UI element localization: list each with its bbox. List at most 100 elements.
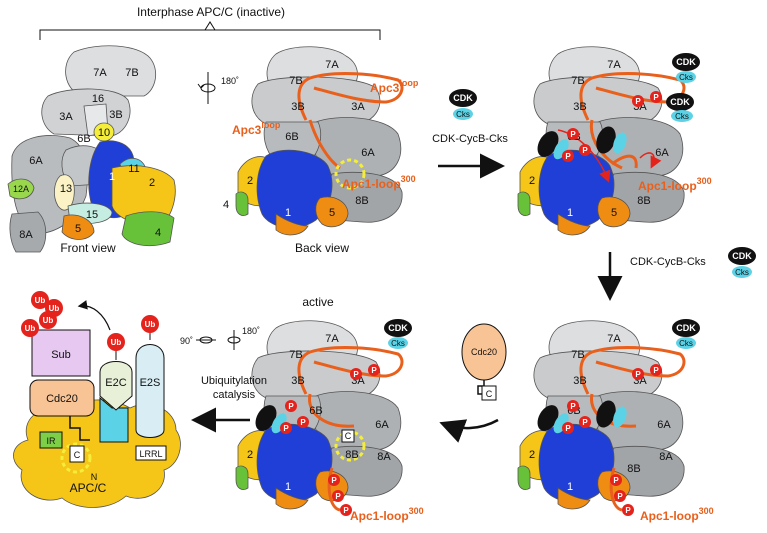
e2c-label: E2C xyxy=(105,377,126,389)
p3-p-4: P xyxy=(582,146,588,155)
cdk-label-2: CDK xyxy=(732,251,752,261)
lrrl-label: LRRL xyxy=(139,449,162,459)
title-bracket xyxy=(39,21,381,40)
ub-3: Ub xyxy=(43,316,54,325)
p5-c-terminus: C xyxy=(345,431,352,441)
ubiquitylation-label-2: catalysis xyxy=(213,389,256,401)
p4-phospho-labels: P P P P P P P P xyxy=(565,366,659,515)
p3-cks-label-a: Cks xyxy=(675,112,689,121)
p5-p-2: P xyxy=(371,366,377,375)
cdk-cks-reagent-1: CDK Cks xyxy=(449,89,477,120)
active-label: active xyxy=(302,295,334,309)
p5-p-7: P xyxy=(335,492,341,501)
e2s-label: E2S xyxy=(140,377,161,389)
front-subunit-7b: 7B xyxy=(125,67,138,79)
p3-subunit-8b: 8B xyxy=(637,195,650,207)
active-complex: 7A 7B 3B 3A 6B 6A 8A 2 1 8B 5 C xyxy=(235,320,404,512)
back-subunit-3b: 3B xyxy=(291,101,304,113)
back-view-caption: Back view xyxy=(295,241,349,255)
back-subunit-7b: 7B xyxy=(289,75,302,87)
p5-subunit-8a: 8A xyxy=(377,451,391,463)
step3-arrow xyxy=(439,418,499,443)
p4-subunit-6a: 6A xyxy=(657,419,671,431)
p3-top-cks-label: Cks xyxy=(679,73,693,82)
ub-5: Ub xyxy=(111,338,122,347)
front-subunit-3a: 3A xyxy=(59,111,73,123)
c-terminus-box xyxy=(69,445,85,463)
p4-p-7: P xyxy=(617,492,623,501)
p5-p-4: P xyxy=(300,418,306,427)
p4-p-3: P xyxy=(570,402,576,411)
cdk-label-1: CDK xyxy=(453,93,473,103)
p5-top-cdk-label: CDK xyxy=(388,323,408,333)
p3-p-3: P xyxy=(570,130,576,139)
back-subunit-7a: 7A xyxy=(325,59,339,71)
subunit-7a-7b-front xyxy=(65,45,157,97)
apcc-label: APC/C xyxy=(70,481,107,495)
front-subunit-16: 16 xyxy=(92,93,104,105)
p5-p-3: P xyxy=(288,402,294,411)
p3-subunit-5: 5 xyxy=(611,207,617,219)
front-subunit-1: 1 xyxy=(109,171,115,183)
front-subunit-10: 10 xyxy=(98,127,110,139)
front-subunit-6a: 6A xyxy=(29,155,43,167)
back-view-apc1-loop: Apc1-loop300 xyxy=(342,174,416,191)
p5-top-cks-label: Cks xyxy=(391,339,405,348)
p3-p-5: P xyxy=(565,152,571,161)
p4-top-cdk-label: CDK xyxy=(676,323,696,333)
model-c-label: C xyxy=(74,450,81,460)
p4-p-6: P xyxy=(613,476,619,485)
p4-subunit-1: 1 xyxy=(567,481,573,493)
sub-substrate xyxy=(31,329,91,377)
front-subunit-7a: 7A xyxy=(93,67,107,79)
p4-p-4: P xyxy=(582,418,588,427)
p4-subunit-2: 2 xyxy=(529,449,535,461)
cdc20-model-label: Cdc20 xyxy=(46,393,78,405)
p5-subunit-3b: 3B xyxy=(291,375,304,387)
cks-label-1: Cks xyxy=(456,110,470,119)
p3-cdk-label-a: CDK xyxy=(670,97,690,107)
p3-subunit-2: 2 xyxy=(529,175,535,187)
p4-p-5: P xyxy=(565,424,571,433)
lrrl-box xyxy=(135,445,167,461)
ubiquitylation-model: APC/C Sub Cdc20 IR C N E2C E2S LRRL Ub U… xyxy=(13,291,181,508)
front-subunit-2: 2 xyxy=(149,177,155,189)
rotation-label-180: 180˚ xyxy=(242,326,260,336)
front-view-complex: 7A 7B 16 3A 3B 6B 10 6A 1 11 12A 13 2 15… xyxy=(7,45,176,253)
ub-2: Ub xyxy=(49,304,60,313)
p3-p-1: P xyxy=(635,97,641,106)
rotation-label-top: 180˚ xyxy=(221,76,239,86)
back-subunit-5: 5 xyxy=(329,207,335,219)
p4-subunit-3b: 3B xyxy=(573,375,586,387)
p3-subunit-7b: 7B xyxy=(571,75,584,87)
p4-phospho-sites xyxy=(562,364,662,516)
cdc20-reagent: Cdc20 C xyxy=(461,323,507,401)
p4-subunit-8b: 8B xyxy=(627,463,640,475)
rotate-180-icon xyxy=(197,72,216,104)
p3-subunit-1: 1 xyxy=(567,207,573,219)
cdk-cks-reagent-2: CDK Cks xyxy=(728,247,756,278)
p4-subunit-7b: 7B xyxy=(571,349,584,361)
p5-phospho-labels: P P P P P P P P xyxy=(283,366,377,515)
p5-subunit-7b: 7B xyxy=(289,349,302,361)
step2-label: CDK-CycB-Cks xyxy=(630,256,706,268)
p5-p-8: P xyxy=(343,506,349,515)
front-subunit-3b: 3B xyxy=(109,109,122,121)
apc3-loop-back xyxy=(297,72,404,121)
p3-top-cdk: CDK Cks xyxy=(672,53,700,83)
p3-p-2: P xyxy=(653,93,659,102)
p4-subunit-7a: 7A xyxy=(607,333,621,345)
p3-phospho-labels: P P P P P xyxy=(565,93,659,161)
cdc20-c-terminus: C xyxy=(486,389,493,399)
back-subunit-8b: 8B xyxy=(355,195,368,207)
front-subunit-15: 15 xyxy=(86,209,98,221)
back-view-complex: 7A 7B 3B 3A 6B 6A 2 1 8B 5 4 xyxy=(223,46,404,236)
p5-p-6: P xyxy=(331,476,337,485)
ubiquitylation-label-1: Ubiquitylation xyxy=(201,375,267,387)
back-subunit-1: 1 xyxy=(285,207,291,219)
e2c-block xyxy=(99,361,133,411)
ub-transfer-arrow xyxy=(77,300,111,331)
ub-1: Ub xyxy=(35,296,46,305)
front-subunit-5: 5 xyxy=(75,223,81,235)
p3-subunit-7a: 7A xyxy=(607,59,621,71)
